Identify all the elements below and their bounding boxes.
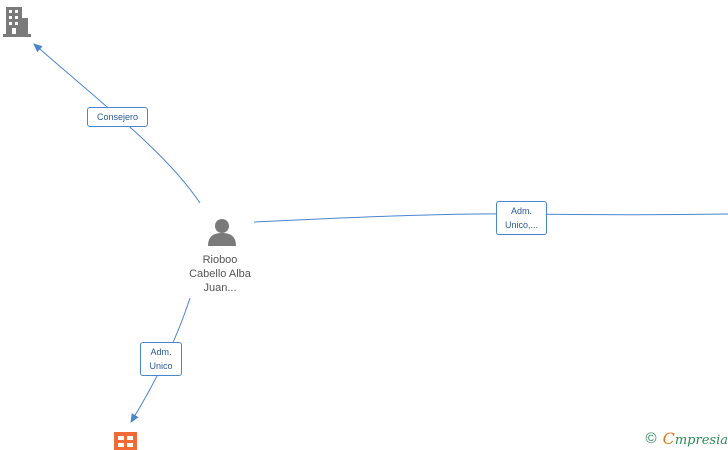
- person-name-line-3: Juan...: [203, 282, 237, 294]
- building-icon[interactable]: [3, 7, 31, 37]
- brand-logo: Cmpresia: [663, 429, 728, 448]
- edge-consejero: [33, 43, 201, 204]
- edge-label-line-2: Unico,...: [504, 220, 538, 230]
- brand-watermark: © Cmpresia: [646, 428, 728, 448]
- person-name-line-2: Cabello Alba: [189, 268, 251, 280]
- edge-adm-unico-right: [253, 213, 728, 223]
- edge-label-line-1: Adm.: [150, 347, 172, 357]
- edge-label-consejero[interactable]: Consejero: [87, 107, 148, 127]
- person-name-line-1: Rioboo: [202, 254, 238, 266]
- edge-label-consejero-line: Consejero: [96, 112, 139, 122]
- edge-label-line-1: Adm.: [510, 206, 532, 216]
- brand-logo-initial: C: [662, 428, 675, 448]
- brand-logo-rest: mpresia: [674, 432, 728, 448]
- person-icon[interactable]: [208, 219, 236, 246]
- company-grid-icon[interactable]: [114, 432, 137, 450]
- edge-label-line-2: Unico: [149, 361, 173, 371]
- person-node-label[interactable]: Rioboo Cabello Alba Juan...: [170, 253, 270, 295]
- edge-label-adm-unico-bottom[interactable]: Adm. Unico: [140, 342, 182, 376]
- edge-label-adm-unico-right[interactable]: Adm. Unico,...: [496, 201, 547, 235]
- copyright-symbol: ©: [645, 429, 657, 447]
